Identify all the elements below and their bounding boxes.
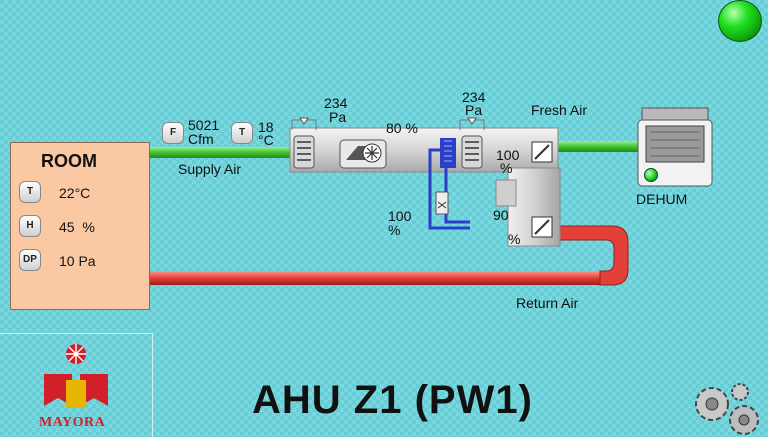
return-air-damper-value: 90 (493, 207, 509, 223)
mayora-logo-icon (44, 344, 108, 408)
dehum-label: DEHUM (636, 191, 688, 207)
supply-air-label: Supply Air (178, 161, 242, 177)
filter-left-icon (291, 117, 317, 169)
green-status-light-icon[interactable] (718, 0, 762, 42)
logo-text: MAYORA (39, 415, 106, 430)
filter-right-icon (459, 117, 485, 169)
valve-value: 100 (388, 208, 412, 224)
room-panel[interactable]: ROOM T 22°C H 45 % DP 10 Pa (10, 142, 150, 310)
fresh-air-damper-icon[interactable] (531, 141, 553, 163)
chilled-water-valve-icon[interactable] (428, 148, 470, 230)
filter-left-value: 234 (324, 95, 348, 111)
room-pressure-value: 10 Pa (59, 253, 96, 269)
room-title: ROOM (41, 151, 97, 171)
fresh-air-pipe (558, 141, 642, 152)
page-title: AHU Z1 (PW1) (252, 378, 533, 422)
pressure-badge-icon: DP (19, 249, 41, 271)
room-humidity-value: 45 % (59, 219, 95, 235)
flow-badge-icon[interactable]: F (162, 122, 184, 144)
filter-left-unit: Pa (329, 109, 347, 125)
supply-flow-value: 5021 (188, 117, 220, 133)
supply-air-pipe (148, 147, 291, 158)
fan-icon (339, 139, 387, 169)
supply-temp-unit: °C (258, 132, 274, 148)
filter-right-unit: Pa (465, 102, 483, 118)
humidity-badge-icon: H (19, 215, 41, 237)
return-air-label: Return Air (516, 295, 579, 311)
ahu-casing (289, 127, 559, 173)
fresh-air-damper-value: 100 (496, 147, 520, 163)
filter-right-value: 234 (462, 89, 486, 105)
fresh-air-label: Fresh Air (531, 102, 588, 118)
temp-badge-icon[interactable]: T (231, 122, 253, 144)
valve-unit: % (388, 222, 401, 238)
fan-speed-value: 80 % (386, 120, 418, 136)
cooling-coil-icon (440, 138, 456, 168)
supply-temp-value: 18 (258, 119, 274, 135)
gears-icon[interactable] (695, 383, 759, 435)
logo-panel (0, 333, 153, 437)
dehum-status-icon (644, 168, 658, 182)
room-temperature-value: 22°C (59, 185, 91, 201)
return-air-damper-unit: % (508, 231, 521, 247)
fresh-air-damper-unit: % (500, 160, 513, 176)
return-air-damper-icon[interactable] (531, 216, 553, 238)
supply-flow-unit: Cfm (188, 131, 214, 147)
return-air-pipe (148, 225, 629, 286)
dehumidifier-icon[interactable] (637, 107, 713, 187)
temperature-badge-icon: T (19, 181, 41, 203)
